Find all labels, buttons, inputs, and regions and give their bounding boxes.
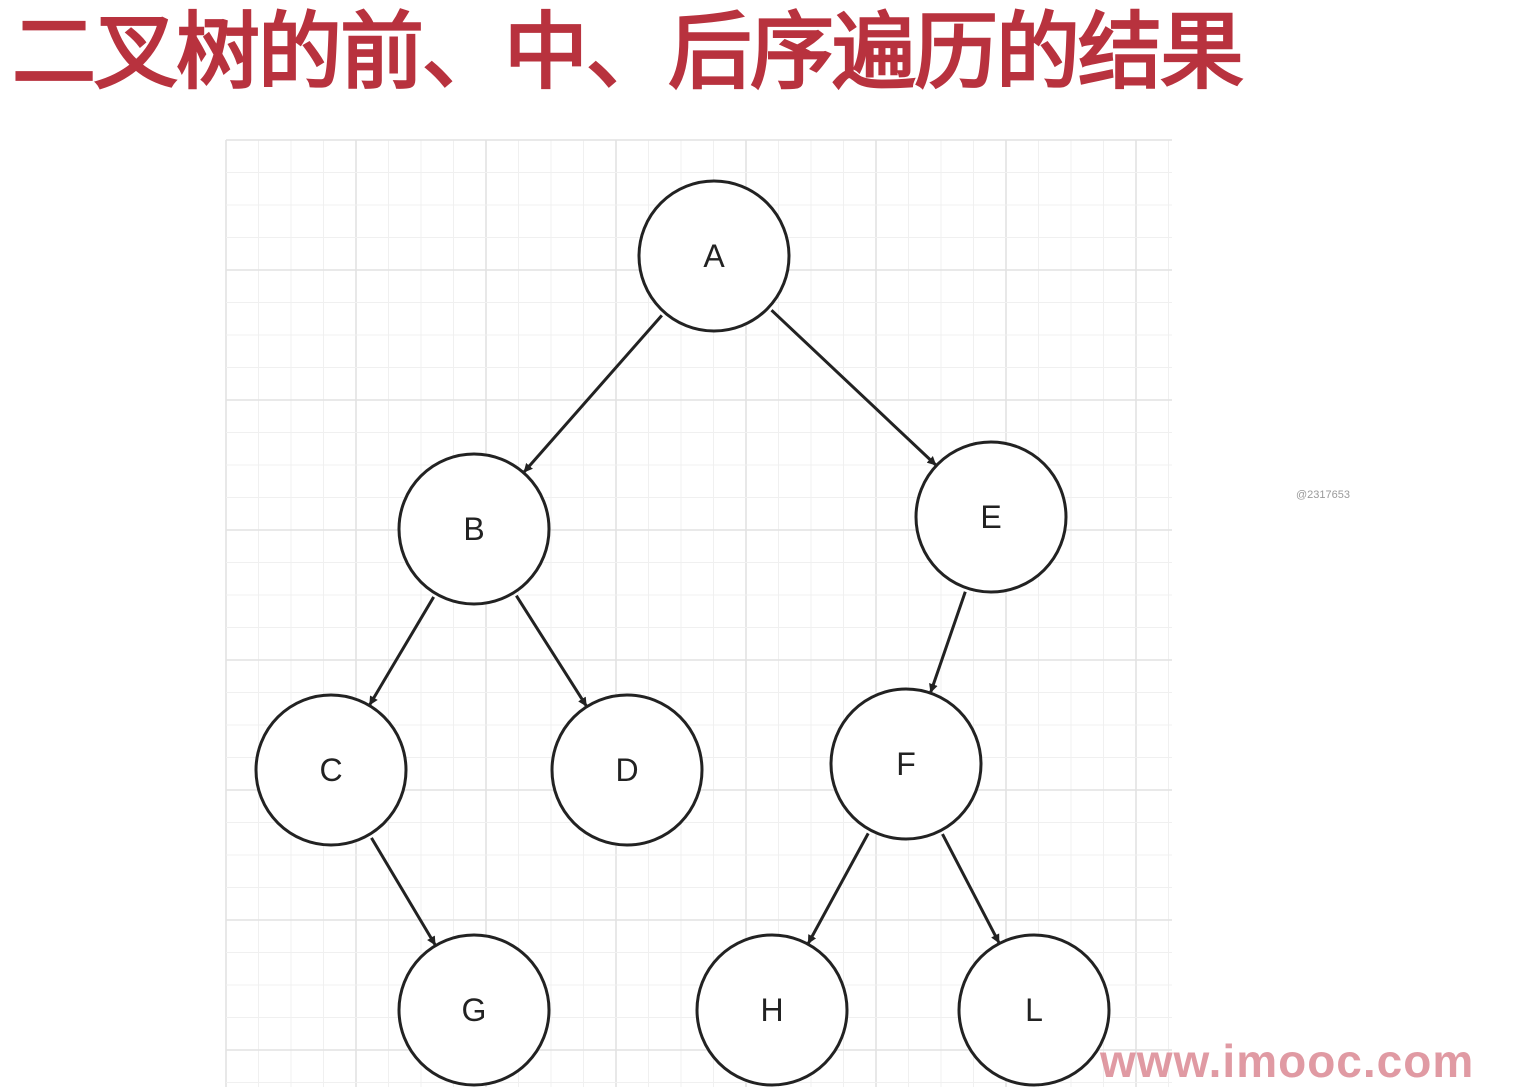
tree-edges <box>368 309 1001 946</box>
tree-node-g: G <box>397 933 551 1087</box>
node-label: L <box>1025 992 1043 1028</box>
node-circle <box>957 933 1111 1087</box>
node-label: B <box>463 511 484 547</box>
node-label: G <box>462 992 487 1028</box>
edge-f-l <box>941 833 1001 944</box>
edge-e-f <box>929 591 967 693</box>
node-circle <box>550 693 704 847</box>
tree-node-c: C <box>254 693 408 847</box>
tree-node-d: D <box>550 693 704 847</box>
edge-c-g <box>370 837 437 946</box>
node-circle <box>637 179 791 333</box>
watermark-id: @2317653 <box>1296 489 1350 501</box>
node-label: E <box>980 499 1001 535</box>
node-circle <box>829 687 983 841</box>
site-watermark: www.imooc.com <box>1100 1035 1475 1087</box>
edge-a-b <box>523 314 663 473</box>
node-label: H <box>760 992 783 1028</box>
node-circle <box>397 933 551 1087</box>
tree-nodes: A B E C D F G H L <box>254 179 1111 1087</box>
tree-node-e: E <box>914 440 1068 594</box>
edge-f-h <box>807 832 870 945</box>
edge-b-c <box>368 596 435 706</box>
node-label: C <box>319 752 342 788</box>
node-circle <box>397 452 551 606</box>
node-circle <box>254 693 408 847</box>
tree-node-a: A <box>637 179 791 333</box>
tree-node-l: L <box>957 933 1111 1087</box>
edge-a-e <box>770 309 937 466</box>
node-label: F <box>896 746 916 782</box>
tree-node-h: H <box>695 933 849 1087</box>
edge-b-d <box>515 594 588 707</box>
node-label: D <box>615 752 638 788</box>
page-title: 二叉树的前、中、后序遍历的结果 <box>12 3 1244 101</box>
node-circle <box>914 440 1068 594</box>
tree-node-f: F <box>829 687 983 841</box>
node-circle <box>695 933 849 1087</box>
tree-node-b: B <box>397 452 551 606</box>
node-label: A <box>703 238 725 274</box>
